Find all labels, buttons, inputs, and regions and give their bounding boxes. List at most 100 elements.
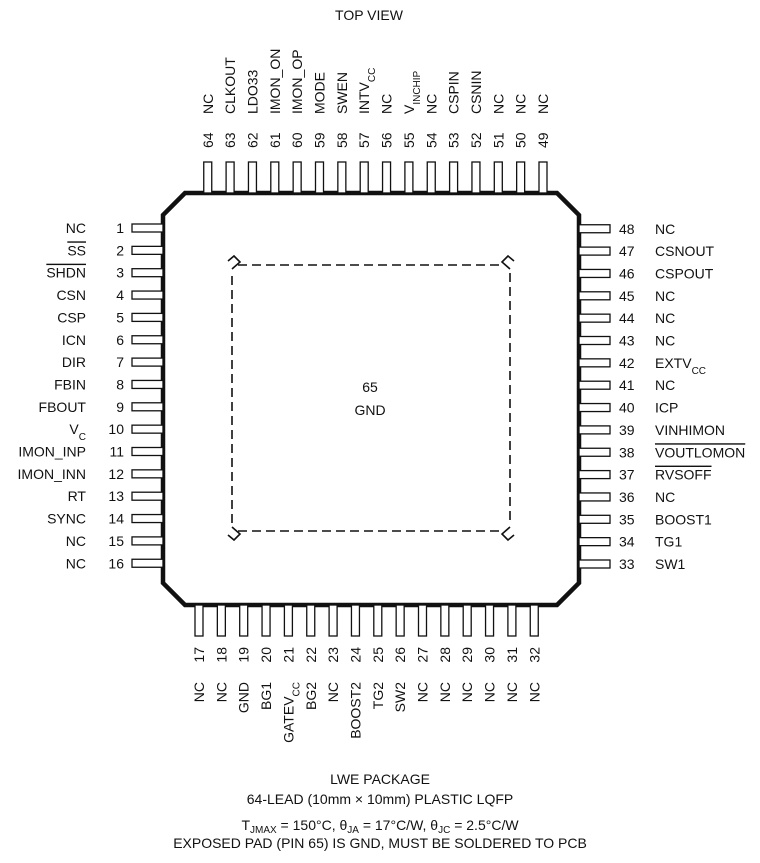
pin-51-name: NC (490, 94, 506, 114)
pin-17-number: 17 (191, 647, 207, 663)
pin-7-lead (131, 357, 164, 367)
pin-26-number: 26 (392, 647, 408, 663)
pin-31-name: NC (504, 682, 520, 702)
pin-45-number: 45 (619, 288, 635, 304)
pin-2-number: 2 (116, 242, 124, 258)
pin-10-name-subscript: C (79, 432, 86, 443)
pin-3: 3 SHDN (46, 265, 164, 281)
pin-54-name: NC (423, 94, 439, 114)
pin-3-lead (131, 268, 164, 278)
pin-9-name: FBOUT (39, 399, 87, 415)
pin-42-number: 42 (619, 355, 635, 371)
pin-64-name: NC (200, 94, 216, 114)
pin-37-number: 37 (619, 467, 635, 483)
pin-61-name: IMON_ON (267, 49, 283, 114)
pin-3-number: 3 (116, 265, 124, 281)
exposed-pad-note: EXPOSED PAD (PIN 65) IS GND, MUST BE SOL… (173, 835, 587, 851)
pin-1-name: NC (66, 220, 86, 236)
pin-38-lead (578, 447, 611, 457)
pin-20-lead (261, 604, 271, 637)
pin-36-number: 36 (619, 489, 635, 505)
pin-50-name: NC (513, 94, 529, 114)
pin-5-name: CSP (57, 309, 86, 325)
pin-58-number: 58 (334, 132, 350, 148)
pin-64-number: 64 (200, 132, 216, 148)
package-name: LWE PACKAGE (330, 771, 430, 787)
pin-12-lead (131, 469, 164, 479)
pin-47-lead (578, 246, 611, 256)
pin-61-number: 61 (267, 132, 283, 148)
pin-45-lead (578, 291, 611, 301)
pin-16-name: NC (66, 555, 86, 571)
pinout-diagram: TOP VIEW 65 GND 1NC2SS3SHDN4CSN5CSP6ICN7… (18, 7, 746, 743)
pin-40-name: ICP (655, 400, 678, 416)
pin-23-name: NC (325, 682, 341, 702)
pin-23-number: 23 (325, 647, 341, 663)
thermal-subscript: JMAX (250, 825, 277, 836)
pin-13-number: 13 (108, 488, 124, 504)
pin-19-lead (239, 604, 249, 637)
pin-2-lead (131, 245, 164, 256)
pin-29-name: NC (459, 682, 475, 702)
pin-2: 2SS (67, 242, 164, 258)
pin-46-number: 46 (619, 265, 635, 281)
pin-52: 52 CSNIN (468, 70, 484, 194)
pin-10-name: VC (69, 421, 86, 443)
pin-52-lead (471, 161, 481, 194)
pin-10-lead (131, 424, 164, 434)
thermal-subscript: JA (347, 825, 359, 836)
pin-44-lead (578, 313, 611, 323)
pin-33-number: 33 (619, 556, 635, 572)
pin-22-name: BG2 (303, 682, 319, 710)
pin-52-number: 52 (468, 132, 484, 148)
pin-25-lead (373, 604, 383, 637)
pin-7-number: 7 (116, 354, 124, 370)
pin-36-lead (578, 492, 611, 502)
pin-38-name: VOUTLOMON (655, 444, 745, 460)
pin-7-name: DIR (62, 354, 86, 370)
pin-21-name-subscript: CC (291, 682, 302, 696)
pin-43-name: NC (655, 333, 675, 349)
pin-52-name: CSNIN (468, 70, 484, 114)
pin-20-name: BG1 (258, 682, 274, 710)
pin-6-lead (131, 335, 164, 345)
pin-55-number: 55 (401, 132, 417, 148)
pin-56-number: 56 (379, 132, 395, 148)
pin-32-name: NC (526, 682, 542, 702)
pin-30-name: NC (482, 682, 498, 702)
pin-3-name: SHDN (46, 265, 86, 281)
pin-39-number: 39 (619, 422, 635, 438)
pins-layer: 1NC2SS3SHDN4CSN5CSP6ICN7DIR8FBIN9FBOUT10… (18, 49, 746, 743)
pin-61: 61 IMON_ON (267, 49, 283, 194)
pin-56-lead (381, 161, 392, 194)
pin-63-name: CLKOUT (222, 57, 238, 114)
pin-59-number: 59 (312, 132, 328, 148)
pin-27-number: 27 (415, 647, 431, 663)
pin-18-number: 18 (213, 647, 229, 663)
pin-31-lead (507, 604, 517, 637)
thermal-subscript: JC (438, 825, 451, 836)
pin-47-number: 47 (619, 243, 635, 259)
pin-48-lead (578, 224, 611, 234)
